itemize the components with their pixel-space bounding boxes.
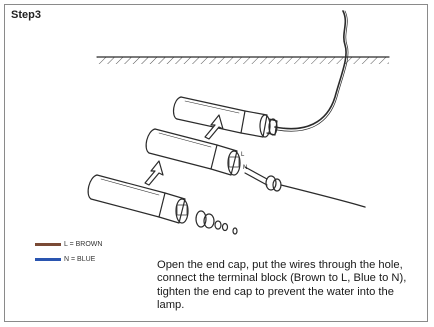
legend-label: L = BROWN <box>64 241 103 248</box>
supply-cable <box>274 10 347 130</box>
instruction-text: Open the end cap, put the wires through … <box>157 259 407 312</box>
legend-item-neutral: N = BLUE <box>35 256 95 263</box>
arrow-up-2 <box>144 160 164 186</box>
tube-assembled <box>172 96 278 138</box>
terminal-label-neutral: N <box>243 165 248 171</box>
step-title: Step3 <box>11 9 41 21</box>
blue-wire-swatch <box>35 258 61 261</box>
legend-label: N = BLUE <box>64 256 96 263</box>
tube-with-terminal <box>145 128 366 208</box>
ceiling-surface <box>96 56 390 64</box>
legend-item-live: L = BROWN <box>35 241 102 248</box>
brown-wire-swatch <box>35 243 61 246</box>
assembly-diagram <box>87 10 390 235</box>
tube-exploded <box>87 174 238 235</box>
instruction-panel: Step3 <box>4 4 428 322</box>
arrow-up-1 <box>204 114 224 140</box>
terminal-label-live: L <box>241 152 245 158</box>
